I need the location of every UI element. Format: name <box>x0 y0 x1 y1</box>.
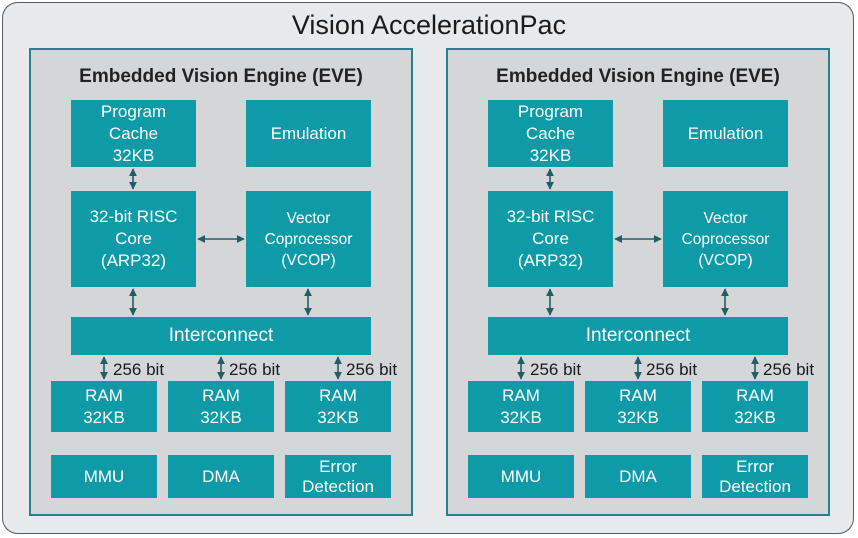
ram-block: RAM 32KB <box>285 381 391 432</box>
ram-block: RAM 32KB <box>585 381 691 432</box>
interconnect-block: Interconnect <box>71 317 371 355</box>
bus-width-label: 256 bit <box>763 360 815 379</box>
eve-engine-1: Embedded Vision Engine (EVE) Program Cac… <box>29 48 413 516</box>
mmu-block: MMU <box>51 455 157 498</box>
bus-width-label: 256 bit <box>113 360 165 379</box>
vcop-block: Vector Coprocessor (VCOP) <box>663 191 788 287</box>
program-cache-block: Program Cache 32KB <box>71 100 196 167</box>
vcop-block: Vector Coprocessor (VCOP) <box>246 191 371 287</box>
risc-core-block: 32-bit RISC Core (ARP32) <box>71 191 196 287</box>
connection-arrows <box>517 168 759 380</box>
bus-width-label: 256 bit <box>646 360 698 379</box>
bus-width-label: 256 bit <box>530 360 582 379</box>
risc-core-block: 32-bit RISC Core (ARP32) <box>488 191 613 287</box>
engine-title: Embedded Vision Engine (EVE) <box>496 66 780 87</box>
ram-block: RAM 32KB <box>702 381 808 432</box>
bus-width-label: 256 bit <box>346 360 398 379</box>
interconnect-block: Interconnect <box>488 317 788 355</box>
ram-block: RAM 32KB <box>168 381 274 432</box>
ram-block: RAM 32KB <box>51 381 157 432</box>
connection-arrows <box>100 168 342 380</box>
program-cache-block: Program Cache 32KB <box>488 100 613 167</box>
error-detection-block: Error Detection <box>702 455 808 498</box>
emulation-block: Emulation <box>246 100 371 167</box>
ram-block: RAM 32KB <box>468 381 574 432</box>
error-detection-block: Error Detection <box>285 455 391 498</box>
dma-block: DMA <box>168 455 274 498</box>
emulation-block: Emulation <box>663 100 788 167</box>
mmu-block: MMU <box>468 455 574 498</box>
bus-width-label: 256 bit <box>229 360 281 379</box>
diagram-title: Vision AccelerationPac <box>291 10 567 40</box>
eve-engine-2: Embedded Vision Engine (EVE) Program Cac… <box>446 48 830 516</box>
engine-title: Embedded Vision Engine (EVE) <box>79 66 363 87</box>
dma-block: DMA <box>585 455 691 498</box>
